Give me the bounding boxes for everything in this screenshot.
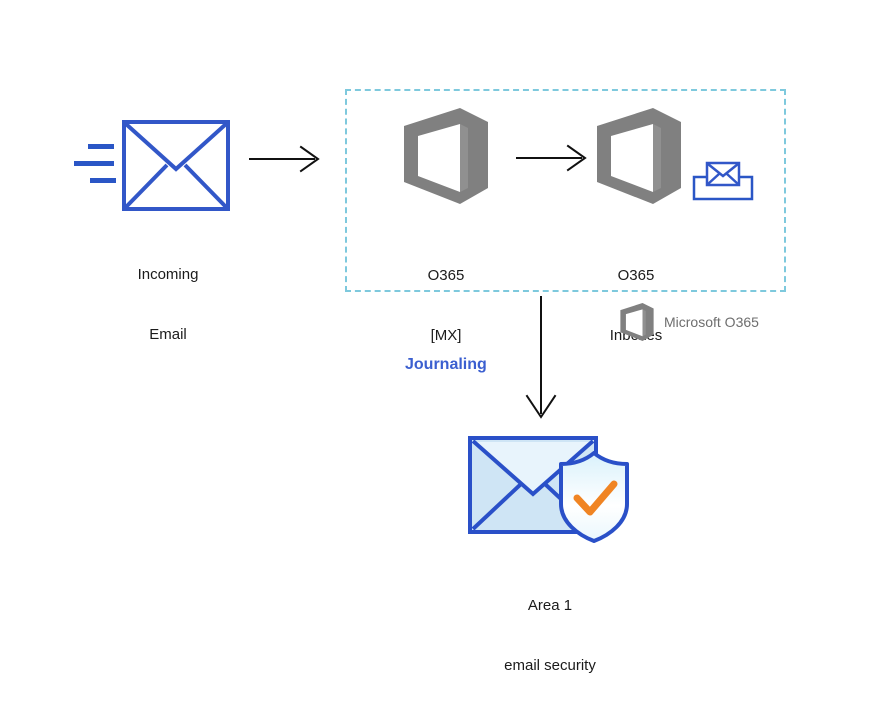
legend-microsoft-o365-label: Microsoft O365: [664, 314, 759, 330]
o365-mx-label-line-2: [MX]: [430, 327, 462, 344]
arrow-right-icon: [516, 144, 587, 172]
area1-label-line-2: email security: [504, 657, 596, 674]
o365-mx-label: O365 [MX]: [388, 226, 504, 386]
arrow-mx-to-inboxes: [516, 143, 588, 173]
office-365-logo-icon: [404, 108, 488, 204]
diagram-canvas: Incoming Email O365 [MX]: [72, 89, 786, 674]
arrow-down-icon: [525, 296, 557, 419]
o365-tenant-boundary: [345, 89, 786, 292]
o365-mx-node: [404, 108, 488, 204]
area1-email-security-label: Area 1 email security: [455, 556, 645, 716]
envelope-with-motion-lines-icon: [74, 120, 230, 211]
inbox-tray-envelope-icon: [692, 161, 754, 201]
inbox-tray-node: [692, 157, 754, 201]
o365-inboxes-node: [597, 108, 681, 204]
journaling-edge-label: Journaling: [405, 356, 487, 373]
incoming-email-label-line-2: Email: [149, 326, 187, 343]
incoming-email-label: Incoming Email: [78, 225, 258, 385]
envelope-shield-check-icon: [468, 436, 629, 543]
area1-email-security-node: [466, 432, 634, 544]
arrow-inboxes-to-area1: [518, 296, 564, 420]
office-365-logo-icon: [597, 108, 681, 204]
arrow-incoming-to-mx: [249, 144, 321, 174]
o365-mx-label-line-1: O365: [427, 267, 465, 284]
incoming-email-label-line-1: Incoming: [137, 266, 199, 283]
area1-label-line-1: Area 1: [527, 597, 573, 614]
o365-inboxes-label-line-1: O365: [617, 267, 655, 284]
incoming-email-node: [72, 118, 232, 213]
office-365-logo-icon: [620, 303, 654, 341]
legend-microsoft-o365: Microsoft O365: [620, 303, 759, 341]
arrow-right-icon: [249, 145, 320, 173]
